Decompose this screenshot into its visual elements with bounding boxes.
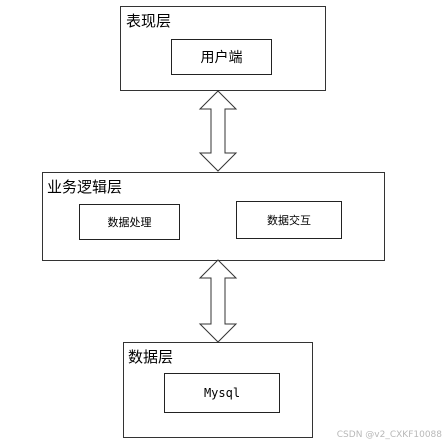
data-interaction-node: 数据交互 xyxy=(236,201,342,239)
presentation-layer-box: 表现层 用户端 xyxy=(120,6,326,91)
data-layer-box: 数据层 Mysql xyxy=(123,342,313,438)
mysql-node: Mysql xyxy=(164,373,280,413)
data-processing-node: 数据处理 xyxy=(79,204,180,240)
data-layer-title: 数据层 xyxy=(128,348,174,366)
presentation-layer-title: 表现层 xyxy=(126,12,172,30)
double-arrow-top xyxy=(198,90,238,172)
watermark: CSDN @v2_CXKF10088 xyxy=(336,430,442,440)
double-arrow-bottom xyxy=(198,259,238,343)
business-layer-box: 业务逻辑层 数据处理 数据交互 xyxy=(42,172,385,261)
client-node: 用户端 xyxy=(171,39,272,75)
business-layer-title: 业务逻辑层 xyxy=(47,178,123,196)
